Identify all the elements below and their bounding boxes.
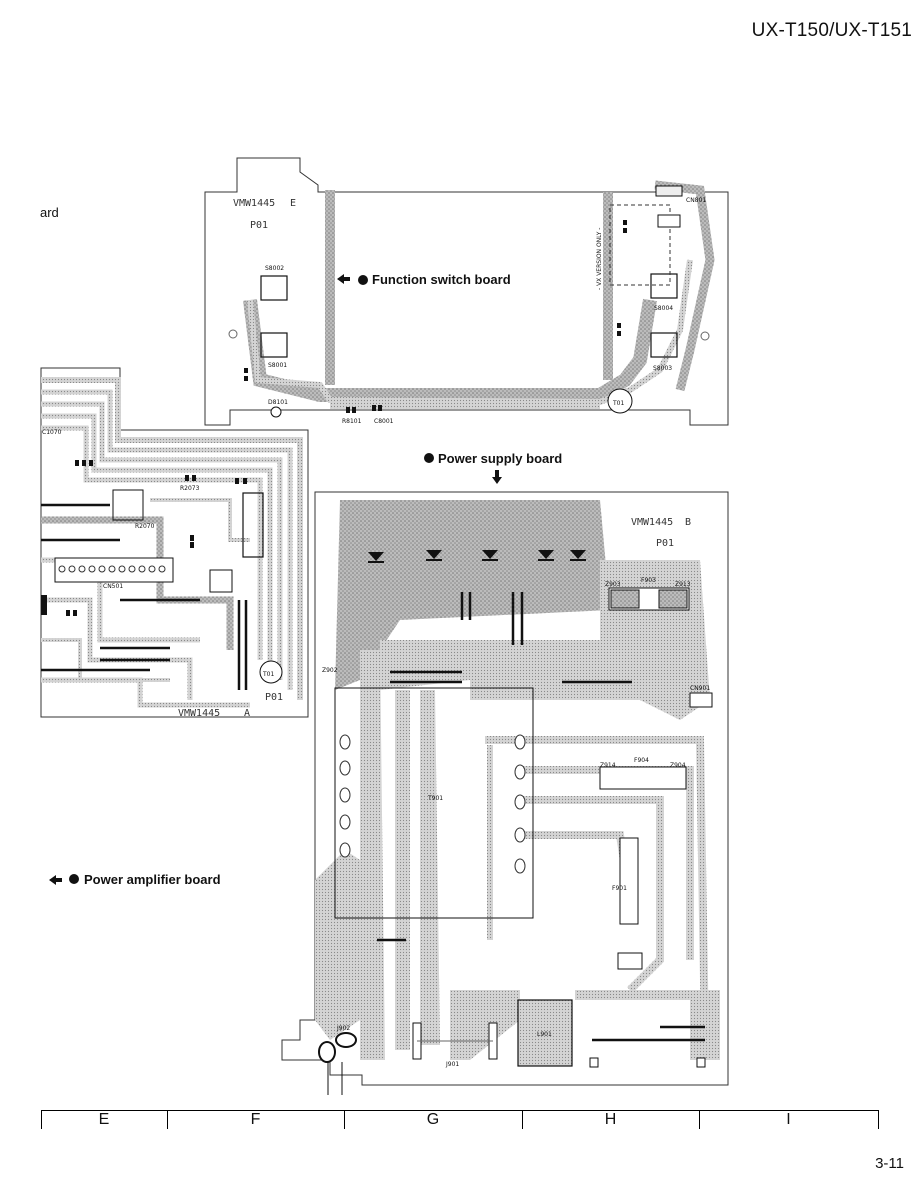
badge-t01-amp: T01 [262, 671, 274, 678]
amp-board-code: VMW1445 [178, 708, 220, 719]
ref-z904: Z904 [670, 762, 686, 769]
ref-c1070: C1070 [42, 429, 62, 436]
bullet-icon [424, 453, 434, 463]
label-power-supply-board: Power supply board [438, 451, 563, 466]
ref-z903: Z903 [605, 581, 621, 588]
ref-f901: F901 [612, 885, 627, 892]
amp-board-letter: A [244, 708, 250, 719]
ref-s8004: S8004 [654, 305, 673, 312]
bullet-icon [69, 874, 79, 884]
ref-j902: J902 [336, 1025, 350, 1032]
function-board-part: P01 [250, 220, 268, 231]
power-board-letter: B [685, 517, 691, 528]
ref-t901: T901 [427, 795, 443, 802]
grid-cell-h: H [604, 1111, 617, 1128]
power-supply-board: VMW1445 B P01 Z903 F903 Z913 CN901 F904 … [281, 491, 729, 1095]
function-board-letter: E [290, 198, 296, 209]
ref-z913: Z913 [675, 581, 691, 588]
arrow-down-icon [492, 470, 502, 484]
ref-s8002: S8002 [265, 265, 284, 272]
ref-cn501: CN501 [103, 583, 123, 590]
ref-l901: L901 [537, 1031, 552, 1038]
bullet-icon [358, 275, 368, 285]
amp-board-part: P01 [265, 692, 283, 703]
ref-r2070: R2070 [135, 523, 155, 530]
grid-cell-e: E [98, 1111, 110, 1128]
grid-cell-g: G [426, 1111, 440, 1128]
function-board-code: VMW1445 [233, 198, 275, 209]
ref-j901: J901 [445, 1061, 459, 1068]
grid-cell-i: I [786, 1111, 791, 1128]
ref-cn801: CN801 [686, 197, 706, 204]
grid-cell-f: F [250, 1111, 261, 1128]
power-amplifier-board: T01 P01 VMW1445 A C1070 R2073 CN501 R207… [40, 367, 309, 719]
label-function-switch-board: Function switch board [372, 272, 511, 287]
ref-z914: Z914 [600, 762, 616, 769]
ref-s8003: S8003 [653, 365, 672, 372]
ref-f903: F903 [641, 577, 656, 584]
arrow-icons [49, 274, 502, 885]
ref-c8001: C8001 [374, 418, 394, 425]
page-header-title: UX-T150/UX-T151 [751, 20, 912, 41]
ref-d8101: D8101 [268, 399, 288, 406]
board-label-fragment: ard [40, 205, 59, 220]
function-switch-board: VMW1445 E P01 S8002 S8001 D8101 R8101 C8… [204, 157, 729, 426]
ref-cn901: CN901 [690, 685, 710, 692]
ref-r2073: R2073 [180, 485, 200, 492]
ref-r8101: R8101 [342, 418, 362, 425]
page-number: 3-11 [875, 1155, 904, 1172]
vx-version-note: - VX VERSION ONLY - [596, 228, 603, 290]
grid-reference-bar: E F G H I [41, 1110, 879, 1129]
ref-c905: Z902 [322, 667, 338, 674]
power-board-part: P01 [656, 538, 674, 549]
arrow-left-icon [49, 875, 62, 885]
arrow-left-icon [337, 274, 350, 284]
power-board-code: VMW1445 [631, 517, 673, 528]
label-power-amplifier-board: Power amplifier board [84, 872, 221, 887]
ref-s8001: S8001 [268, 362, 287, 369]
ref-f904: F904 [634, 757, 649, 764]
badge-t01-function: T01 [612, 400, 624, 407]
